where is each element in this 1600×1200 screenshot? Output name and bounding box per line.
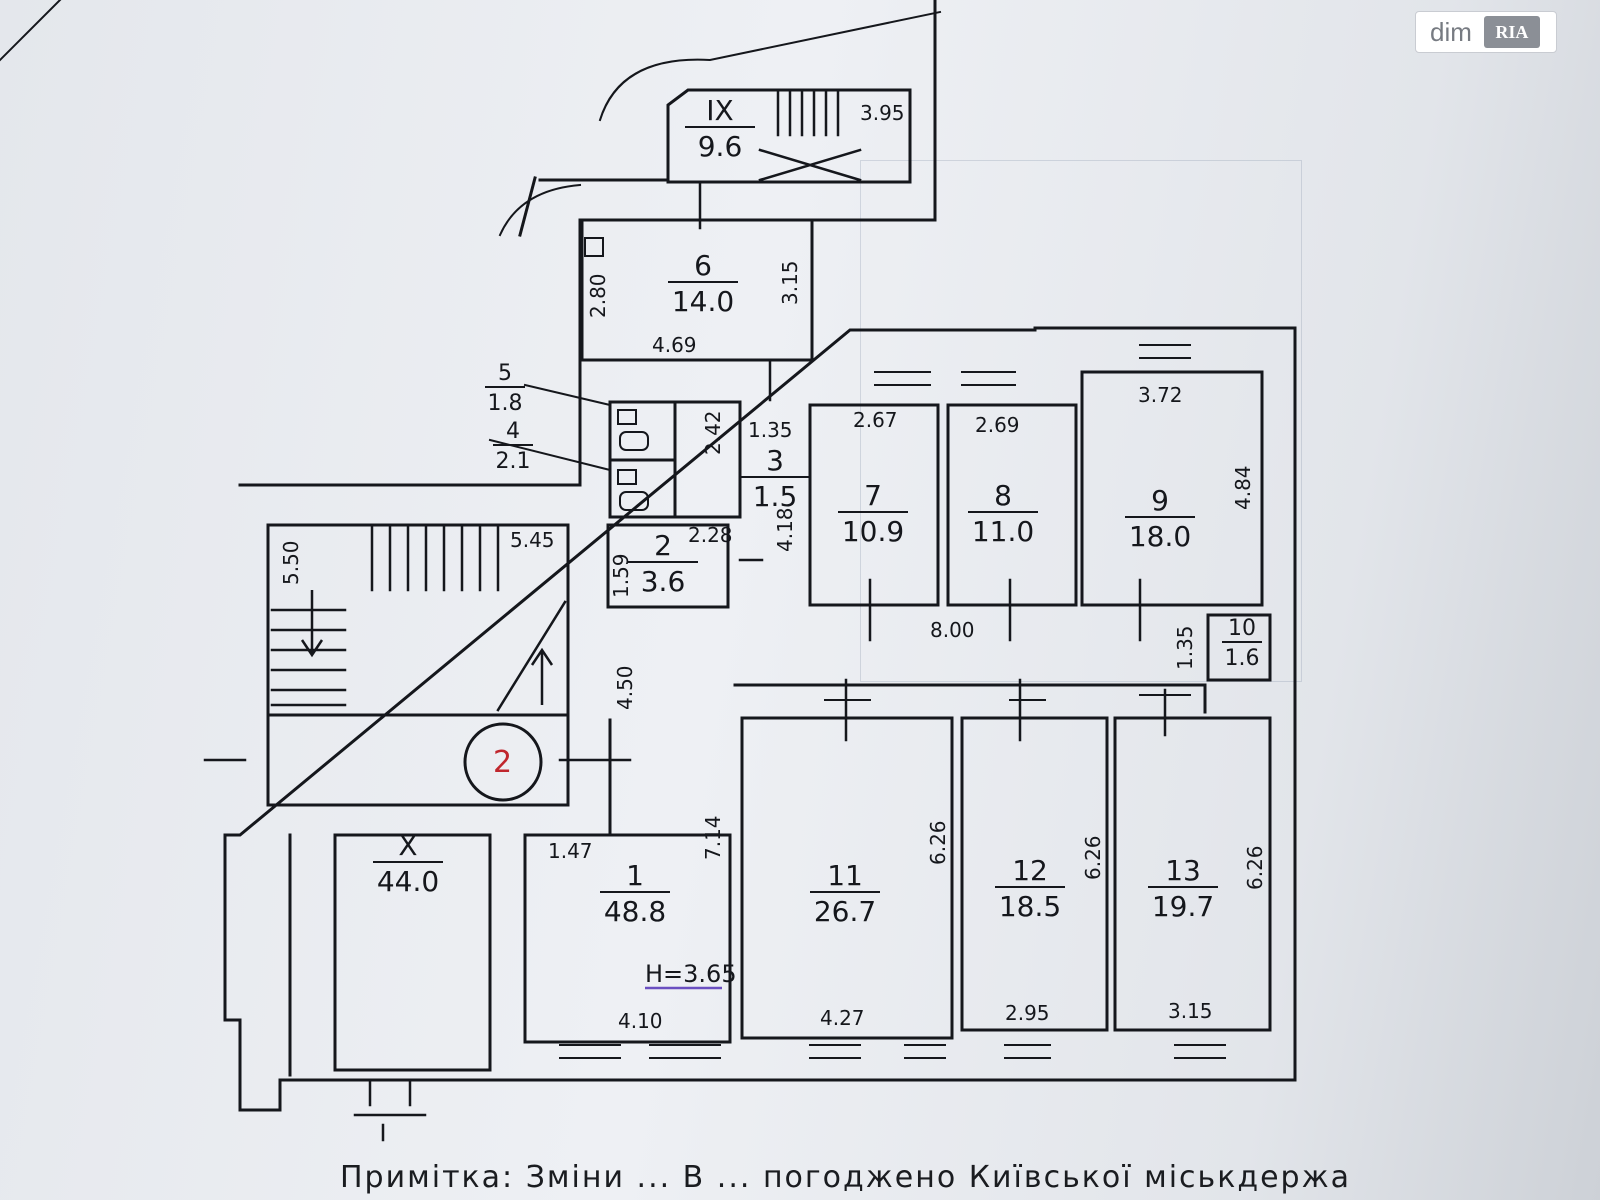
room-7-label: 710.9	[838, 479, 908, 548]
room-labels: IX9.6 614.0 51.8 42.1 31.5 23.6 710.9 81…	[373, 94, 1262, 928]
dimension: 5.45	[510, 528, 555, 552]
room-area: 48.8	[604, 895, 666, 928]
dim-ria-watermark: dim RIA	[1415, 11, 1557, 53]
watermark-text: dim	[1430, 16, 1472, 47]
dimension: 3.72	[1138, 383, 1183, 407]
dimension: 3.15	[1168, 999, 1213, 1023]
room-9-label: 918.0	[1125, 484, 1195, 553]
room-number: 7	[864, 479, 882, 512]
ceiling-height-note: H=3.65	[645, 960, 737, 988]
room-area: 10.9	[842, 515, 904, 548]
room-number: X	[398, 829, 417, 862]
room-number: 8	[994, 479, 1012, 512]
room-6-label: 614.0	[668, 249, 738, 318]
dimension: 4.10	[618, 1009, 663, 1033]
dimension: 4.50	[613, 665, 637, 710]
dimension: 7.14	[701, 815, 725, 860]
dimension: 4.84	[1231, 465, 1255, 510]
room-area: 26.7	[814, 895, 876, 928]
fixtures	[584, 237, 649, 511]
dimension: 3.95	[860, 101, 905, 125]
dimension: 4.69	[652, 333, 697, 357]
dimension: 2.69	[975, 413, 1020, 437]
dimension: 2.95	[1005, 1001, 1050, 1025]
room-number: 6	[694, 249, 712, 282]
room-3-label: 31.5	[740, 444, 810, 513]
dimension: 1.47	[548, 839, 593, 863]
stair-marker-number: 2	[493, 745, 512, 780]
dimension: 2.42	[701, 410, 725, 455]
room-area: 14.0	[672, 285, 734, 318]
room-area: 1.6	[1225, 646, 1260, 671]
room-x-label: X44.0	[373, 829, 443, 898]
bottom-caption: Примітка: Зміни ... В ... погоджено Київ…	[340, 1160, 1352, 1195]
room-1-label: 148.8	[600, 859, 670, 928]
dimension: 4.27	[820, 1006, 865, 1030]
room-area: 19.7	[1152, 890, 1214, 923]
dimension: 2.80	[586, 273, 610, 318]
room-area: 9.6	[698, 130, 743, 163]
room-ix-label: IX9.6	[685, 94, 755, 163]
room-number: 4	[506, 419, 520, 444]
room-number: 9	[1151, 484, 1169, 517]
room-area: 18.5	[999, 890, 1061, 923]
room-10-label: 101.6	[1222, 616, 1262, 671]
dimension: 1.35	[1173, 625, 1197, 670]
dimension: 6.26	[926, 820, 950, 865]
dimension: 8.00	[930, 618, 975, 642]
room-4-label: 42.1	[493, 419, 533, 474]
room-number: 11	[827, 859, 863, 892]
dimension: 5.50	[279, 540, 303, 585]
watermark-badge: RIA	[1483, 16, 1540, 48]
room-2-label: 23.6	[628, 529, 698, 598]
dimension: 2.67	[853, 408, 898, 432]
room-area: 1.8	[488, 391, 523, 416]
stair-marker-circle	[463, 722, 543, 802]
room-area: 3.6	[641, 565, 686, 598]
dimension: 3.15	[778, 260, 802, 305]
dimension-labels: 3.95 2.80 3.15 4.69 1.35 2.42 2.67 2.69 …	[279, 101, 1267, 1033]
room-number: 3	[766, 444, 784, 477]
room-area: 11.0	[972, 515, 1034, 548]
room-number: 10	[1228, 616, 1256, 641]
room-area: 44.0	[377, 865, 439, 898]
room-8-label: 811.0	[968, 479, 1038, 548]
dimension: 6.26	[1243, 845, 1267, 890]
walls	[0, 0, 1297, 1142]
room-number: IX	[706, 94, 733, 127]
room-number: 5	[498, 361, 512, 386]
room-area: 2.1	[496, 449, 531, 474]
dimension: 1.59	[609, 553, 633, 598]
room-area: 1.5	[753, 480, 798, 513]
room-number: 12	[1012, 854, 1048, 887]
room-number: 1	[626, 859, 644, 892]
dimension: 4.18	[773, 507, 797, 552]
room-number: 2	[654, 529, 672, 562]
dimension: 1.35	[748, 418, 793, 442]
dimension: 6.26	[1081, 835, 1105, 880]
room-area: 18.0	[1129, 520, 1191, 553]
stair-arrows	[300, 590, 554, 705]
dimension: 2.28	[688, 523, 733, 547]
faded-table-background	[860, 160, 1302, 682]
room-5-label: 51.8	[485, 361, 525, 416]
room-number: 13	[1165, 854, 1201, 887]
